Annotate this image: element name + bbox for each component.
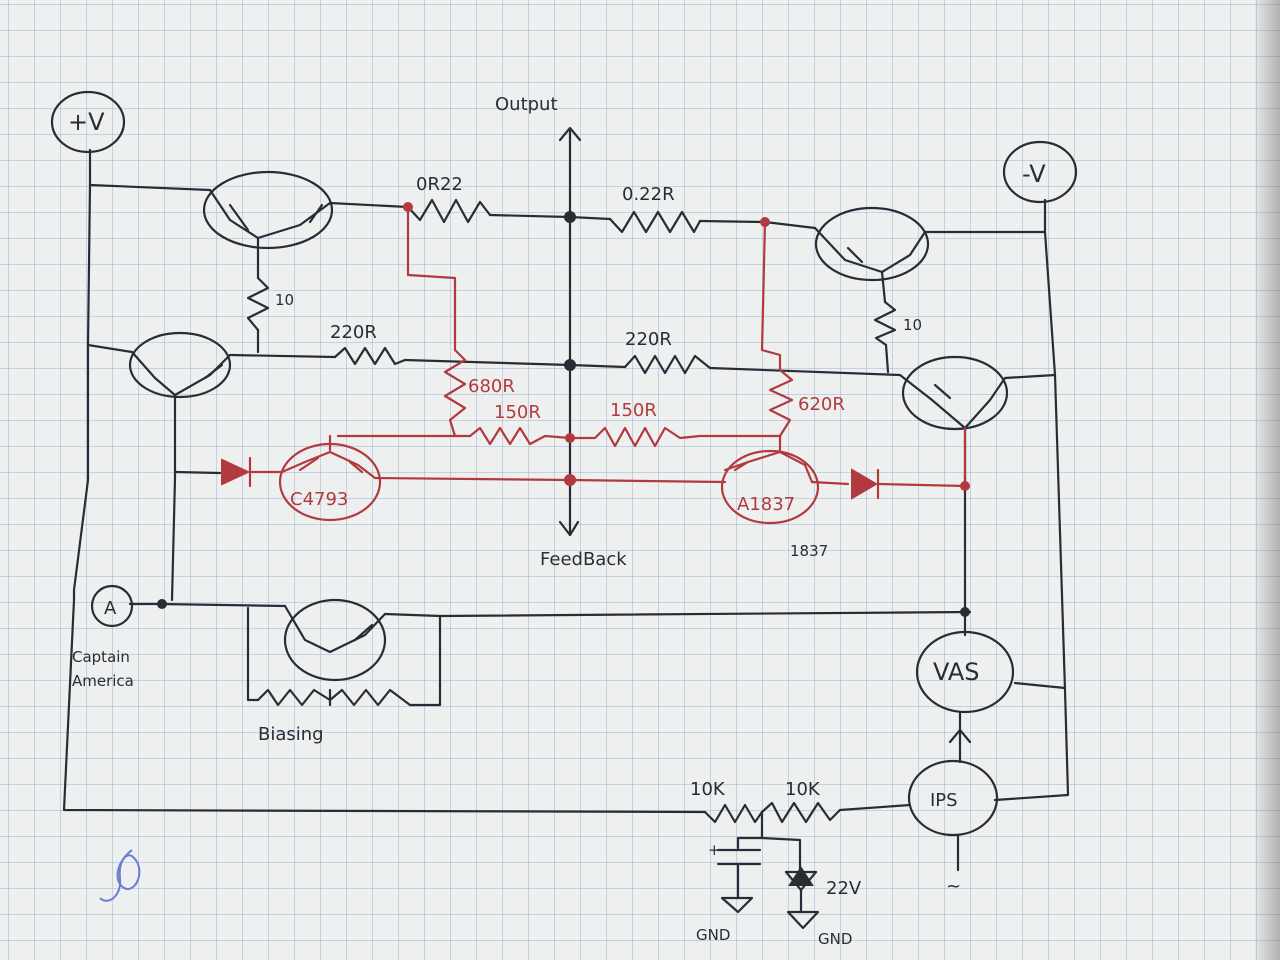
resistor-620r-label: 620R bbox=[798, 394, 845, 415]
resistor-0r22 bbox=[406, 198, 492, 224]
page-edge-shadow bbox=[1255, 0, 1280, 960]
resistor-220r-left-label: 220R bbox=[330, 322, 377, 343]
diodes bbox=[221, 456, 880, 886]
resistor-0-22r-label: 0.22R bbox=[622, 184, 675, 205]
resistor-0-22r bbox=[608, 210, 702, 234]
resistor-0r22-label: 0R22 bbox=[416, 174, 463, 195]
resistor-10-left bbox=[246, 276, 270, 332]
resistor-150r-left-label: 150R bbox=[494, 402, 541, 423]
transistor-a1837-label: A1837 bbox=[737, 494, 795, 515]
gnd-left-label: GND bbox=[696, 926, 730, 944]
node-a-circle bbox=[90, 584, 134, 628]
ips-label: IPS bbox=[930, 790, 958, 811]
transistors-black bbox=[128, 170, 1009, 682]
diode-right bbox=[851, 468, 880, 500]
node-a-label: A bbox=[104, 598, 117, 619]
biasing-label: Biasing bbox=[258, 724, 324, 745]
transistor-driver-left bbox=[128, 331, 232, 399]
capacitor-plus-label: + bbox=[708, 841, 721, 859]
transistor-a1837-note: 1837 bbox=[790, 542, 828, 560]
pos-supply-label: +V bbox=[68, 108, 105, 136]
resistor-10-left-label: 10 bbox=[275, 291, 294, 309]
resistor-bias-right bbox=[328, 688, 412, 707]
transistor-bias bbox=[283, 598, 387, 682]
block-circles bbox=[50, 90, 1078, 837]
red-transistors bbox=[278, 442, 820, 525]
resistor-10-right-label: 10 bbox=[903, 316, 922, 334]
transistor-c4793-label: C4793 bbox=[290, 489, 348, 510]
feedback-label: FeedBack bbox=[540, 549, 627, 570]
transistor-c4793 bbox=[278, 442, 382, 522]
diode-left bbox=[221, 456, 252, 488]
pos-supply-circle bbox=[50, 90, 126, 154]
resistor-10k-left bbox=[703, 803, 764, 824]
resistor-10k-right bbox=[760, 801, 842, 824]
vas-circle bbox=[915, 630, 1015, 714]
resistor-10k-left-label: 10K bbox=[690, 779, 726, 800]
zener-label: 22V bbox=[826, 878, 862, 899]
transistor-driver-right bbox=[898, 355, 1009, 431]
vas-label: VAS bbox=[933, 658, 980, 686]
zener-diode bbox=[788, 866, 814, 886]
neg-supply-circle bbox=[1002, 140, 1078, 204]
captain-label-line1: Captain bbox=[72, 648, 130, 666]
resistor-10-right bbox=[873, 300, 897, 347]
signature-mark bbox=[99, 849, 141, 902]
output-label: Output bbox=[495, 94, 558, 115]
resistor-bias-left bbox=[256, 688, 332, 707]
resistor-680r-label: 680R bbox=[468, 376, 515, 397]
red-wiring bbox=[248, 205, 967, 488]
ac-symbol: ~ bbox=[946, 876, 961, 897]
main-wiring bbox=[62, 126, 1070, 930]
neg-supply-label: -V bbox=[1022, 160, 1046, 188]
transistor-a1837 bbox=[720, 449, 820, 525]
ips-circle bbox=[907, 759, 999, 837]
junction-dots bbox=[157, 202, 970, 617]
resistor-220r-left bbox=[333, 346, 407, 366]
resistors-black bbox=[246, 198, 897, 824]
transistor-top-right bbox=[813, 206, 930, 282]
resistor-220r-right bbox=[623, 354, 712, 375]
transistor-top-left bbox=[202, 170, 334, 250]
captain-label-line2: America bbox=[72, 672, 134, 690]
resistor-10k-right-label: 10K bbox=[785, 779, 821, 800]
resistor-220r-right-label: 220R bbox=[625, 329, 672, 350]
gnd-right-label: GND bbox=[818, 930, 852, 948]
resistor-150r-right-label: 150R bbox=[610, 400, 657, 421]
